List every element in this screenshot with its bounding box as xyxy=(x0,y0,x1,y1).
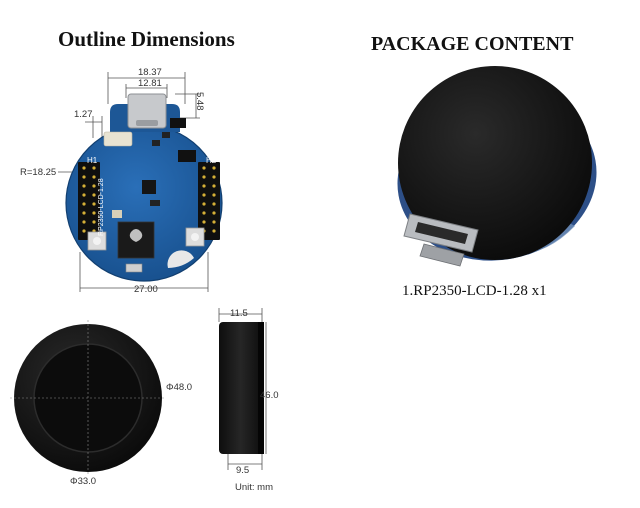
outline-dimensions-heading: Outline Dimensions xyxy=(58,27,235,51)
smd-part-3 xyxy=(112,210,122,218)
header-h1 xyxy=(78,162,100,240)
battery-connector xyxy=(103,131,133,147)
front-view xyxy=(10,320,166,476)
dim-offset: 1.27 xyxy=(74,109,93,120)
dim-outer-diameter: Φ48.0 xyxy=(166,382,193,393)
smd-part-1 xyxy=(152,140,160,146)
dim-depth-body: 9.5 xyxy=(236,465,250,476)
smd-part-2 xyxy=(162,132,170,138)
side-body xyxy=(219,322,262,454)
silkscreen-h1: H1 xyxy=(87,156,98,165)
usb-c-opening xyxy=(136,120,158,126)
dim-height-connector: 5.48 xyxy=(194,92,205,111)
side-front-glass xyxy=(258,322,264,454)
side-view xyxy=(218,308,267,470)
header-h2 xyxy=(198,162,220,240)
dim-width-connector: 12.81 xyxy=(138,78,162,89)
raspberry-logo-icon xyxy=(129,229,143,242)
dim-radius: R=18.25 xyxy=(20,167,57,178)
silkscreen-board-name: RP2350-LCD-1.28 xyxy=(98,178,105,236)
package-content-heading: PACKAGE CONTENT xyxy=(371,33,574,55)
dim-width-board: 27.00 xyxy=(134,284,158,295)
usb-c-connector xyxy=(127,93,167,129)
crystal xyxy=(125,263,143,273)
dim-inner-diameter: Φ33.0 xyxy=(70,476,97,487)
smd-part-4 xyxy=(150,200,160,206)
package-product-image xyxy=(397,66,597,267)
package-display xyxy=(398,66,592,260)
reset-button-cap xyxy=(191,233,199,241)
boot-button-cap xyxy=(93,237,101,245)
chip-imu xyxy=(142,180,156,194)
package-usb-c xyxy=(403,213,479,267)
dim-depth-total: 11.5 xyxy=(230,308,248,319)
dim-height: 46.0 xyxy=(260,390,279,401)
dim-width-overall: 18.37 xyxy=(138,67,162,78)
package-item-1: 1.RP2350-LCD-1.28 x1 xyxy=(402,283,547,299)
antenna-area xyxy=(167,250,194,268)
chip-small-2 xyxy=(178,150,196,162)
chip-small-1 xyxy=(170,118,186,128)
silkscreen-h2: H2 xyxy=(206,156,217,165)
unit-label: Unit: mm xyxy=(235,482,273,493)
